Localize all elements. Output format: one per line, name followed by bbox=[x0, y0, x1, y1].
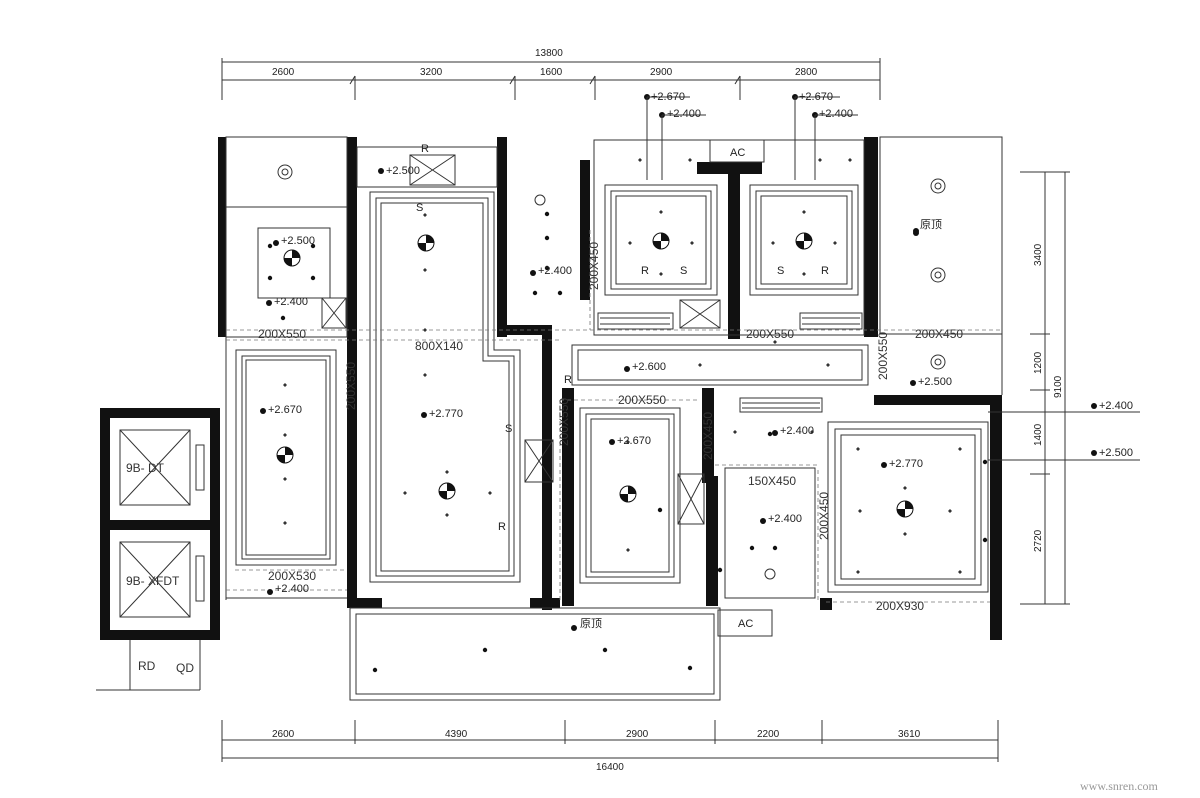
access-panels bbox=[321, 154, 721, 525]
elev-bedroom-1b: +2.400 bbox=[667, 108, 701, 120]
elevator-label-2: 9B- XFDT bbox=[126, 574, 180, 588]
elev-bedroom-1a: +2.670 bbox=[651, 91, 685, 103]
dim-bottom-1: 2600 bbox=[272, 729, 295, 740]
elev-bath-top: +2.500 bbox=[386, 165, 420, 177]
beam-labels: 800X140 200X550 200X450 200X550 200X450 … bbox=[258, 242, 963, 613]
r-mark-5: R bbox=[498, 521, 506, 533]
elev-living: +2.770 bbox=[429, 408, 463, 420]
elev-small-hall: +2.400 bbox=[780, 425, 814, 437]
dim-top-1: 2600 bbox=[272, 67, 295, 78]
label-original-ceiling-top: 原顶 bbox=[920, 218, 942, 231]
dim-bottom-2: 4390 bbox=[445, 729, 468, 740]
dim-top-4: 2900 bbox=[650, 67, 673, 78]
dim-right-3: 1400 bbox=[1033, 423, 1044, 446]
label-original-ceiling-bottom: 原顶 bbox=[580, 617, 602, 630]
dim-right-4: 2720 bbox=[1033, 529, 1044, 552]
beam-label-left: 200X550 bbox=[258, 327, 306, 341]
elevation-labels: +2.670 +2.400 +2.670 +2.400 +2.500 +2.50… bbox=[268, 91, 1133, 595]
ac-label-top: AC bbox=[730, 147, 745, 159]
dim-right-2: 1200 bbox=[1033, 351, 1044, 374]
beam-label-mid: 200X550 bbox=[746, 327, 794, 341]
ceiling-panels bbox=[235, 184, 989, 599]
elev-bath-left-b: +2.400 bbox=[274, 296, 308, 308]
s-mark-2: S bbox=[680, 265, 687, 277]
beam-label-living-vertical: 200X550 bbox=[557, 398, 571, 446]
dim-right-1: 3400 bbox=[1033, 243, 1044, 266]
beam-label-right: 200X450 bbox=[915, 327, 963, 341]
vent-grilles bbox=[597, 312, 863, 413]
dim-top-5: 2800 bbox=[795, 67, 818, 78]
beam-label-kitchen: 200X450 bbox=[587, 242, 601, 290]
dim-bottom-5: 3610 bbox=[898, 729, 921, 740]
elevator-label-1: 9B- DT bbox=[126, 461, 165, 475]
elev-master: +2.770 bbox=[889, 458, 923, 470]
rd-label: RD bbox=[138, 659, 156, 673]
elev-corridor: +2.600 bbox=[632, 361, 666, 373]
elev-right-tag-1: +2.400 bbox=[1099, 400, 1133, 412]
elev-kitchen: +2.400 bbox=[538, 265, 572, 277]
elev-middle-room: +2.670 bbox=[617, 435, 651, 447]
elev-right-tag-2: +2.500 bbox=[1099, 447, 1133, 459]
dim-right-total: 9100 bbox=[1053, 375, 1064, 398]
beam-label-left-bottom: 200X530 bbox=[268, 569, 316, 583]
elev-bedroom-2b: +2.400 bbox=[819, 108, 853, 120]
beam-label-hall-vertical: 200X550 bbox=[876, 332, 890, 380]
accent-lights bbox=[283, 158, 962, 574]
elev-left-room: +2.670 bbox=[268, 404, 302, 416]
dim-bottom-4: 2200 bbox=[757, 729, 780, 740]
room-outlines bbox=[96, 136, 1003, 701]
bottom-dimension-chain: 2600 4390 2900 2200 3610 16400 bbox=[221, 720, 999, 773]
watermark: www.snren.com bbox=[1080, 779, 1159, 793]
dim-top-3: 1600 bbox=[540, 67, 563, 78]
top-dimension-chain: 13800 2600 3200 1600 2900 2800 bbox=[221, 48, 881, 100]
walls bbox=[100, 137, 1002, 640]
elev-wc: +2.400 bbox=[768, 513, 802, 525]
right-dimension-chain: 3400 1200 1400 2720 9100 bbox=[1020, 171, 1070, 605]
round-fixtures bbox=[277, 164, 946, 580]
dim-top-total: 13800 bbox=[535, 48, 563, 59]
beam-label-800x140: 800X140 bbox=[415, 339, 463, 353]
misc-labels: 原顶 原顶 AC AC R S R S S R R S R bbox=[416, 143, 942, 630]
r-mark-3: R bbox=[821, 265, 829, 277]
beam-label-wc-vertical: 200X450 bbox=[817, 492, 831, 540]
s-mark-1: S bbox=[416, 202, 423, 214]
elevators: 9B- DT 9B- XFDT RD QD bbox=[119, 429, 205, 675]
elev-balcony-left: +2.400 bbox=[275, 583, 309, 595]
ceiling-lights bbox=[276, 232, 914, 518]
beam-label-middle-vertical: 200X450 bbox=[701, 412, 715, 460]
elev-bath-left-a: +2.500 bbox=[281, 235, 315, 247]
beam-lines bbox=[226, 230, 1002, 603]
s-mark-3: S bbox=[777, 265, 784, 277]
s-mark-4: S bbox=[505, 423, 512, 435]
qd-label: QD bbox=[176, 661, 194, 675]
beam-label-master-bottom: 200X930 bbox=[876, 599, 924, 613]
dim-bottom-total: 16400 bbox=[596, 762, 624, 773]
beam-label-wc: 150X450 bbox=[748, 474, 796, 488]
ac-label-bottom: AC bbox=[738, 618, 753, 630]
elev-right-hall: +2.500 bbox=[918, 376, 952, 388]
r-mark-1: R bbox=[421, 143, 429, 155]
beam-label-left-vertical: 200X550 bbox=[344, 362, 358, 410]
beam-label-corridor: 200X550 bbox=[618, 393, 666, 407]
r-mark-2: R bbox=[641, 265, 649, 277]
leader-lines bbox=[646, 96, 1140, 461]
elev-bedroom-2a: +2.670 bbox=[799, 91, 833, 103]
r-mark-4: R bbox=[564, 374, 572, 386]
down-lights bbox=[267, 211, 988, 673]
dim-top-2: 3200 bbox=[420, 67, 443, 78]
dim-bottom-3: 2900 bbox=[626, 729, 649, 740]
